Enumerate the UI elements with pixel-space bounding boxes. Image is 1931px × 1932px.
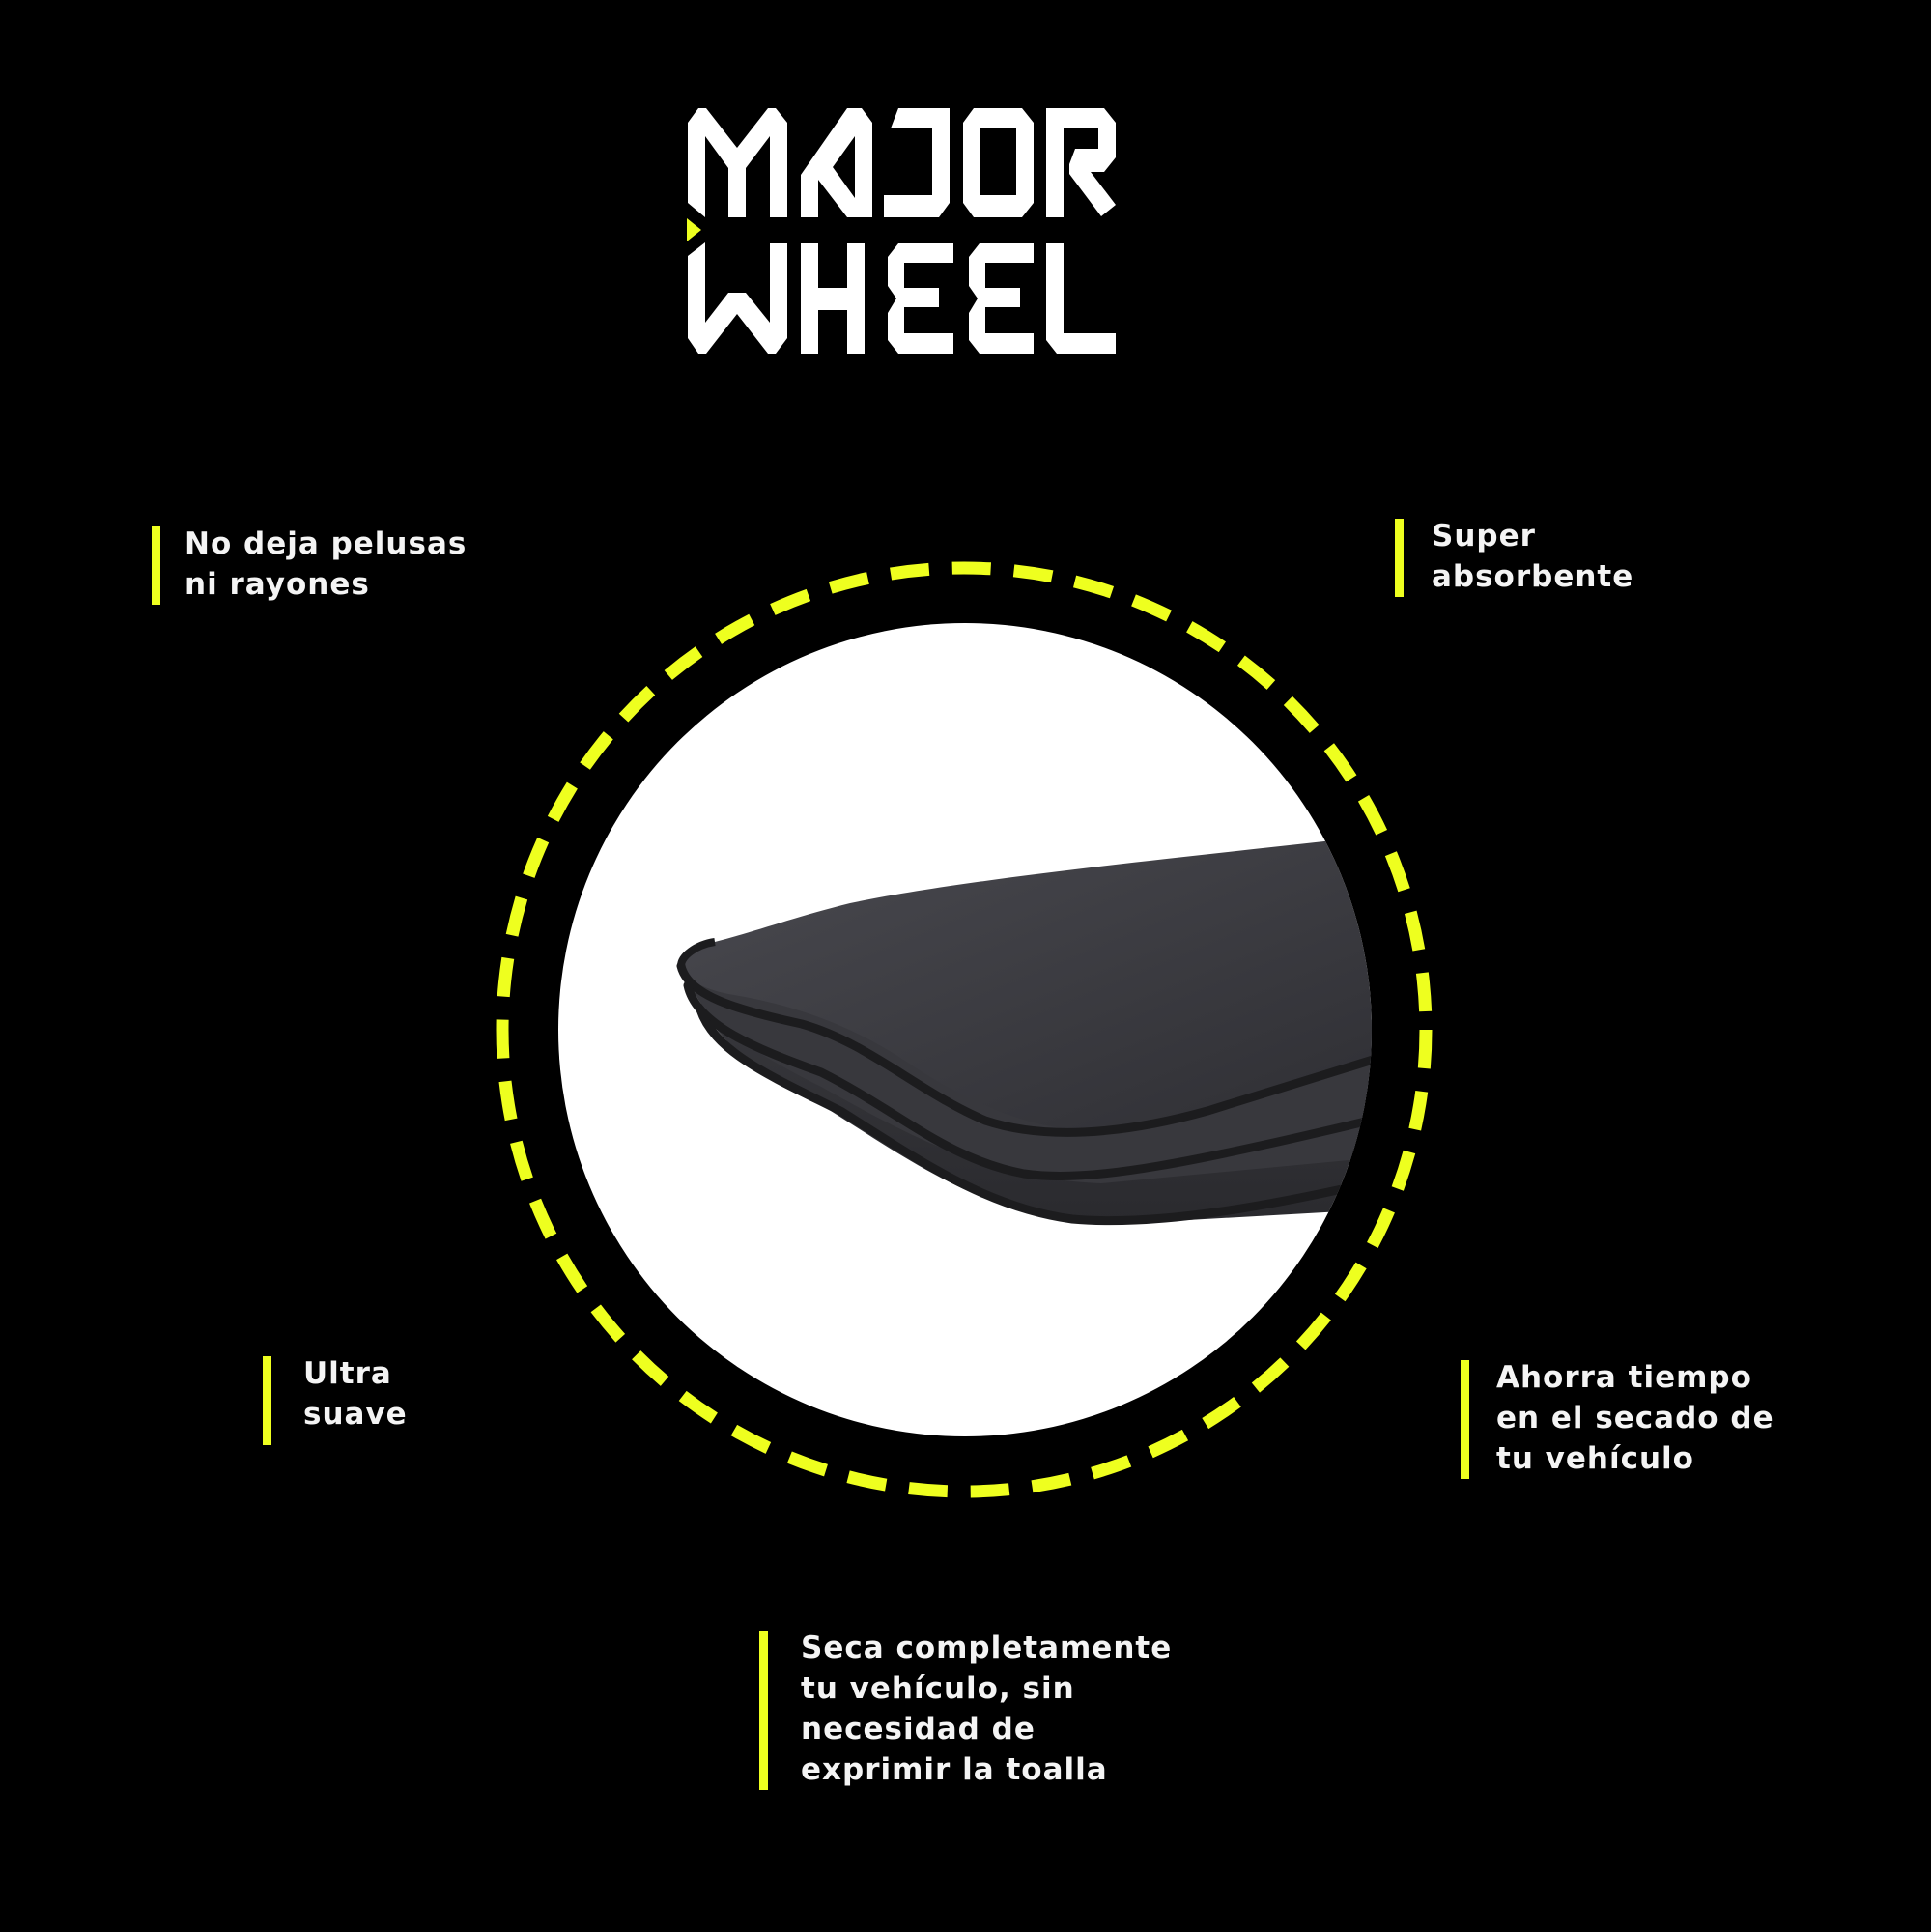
feature-text: Super absorbente [1432, 519, 1634, 594]
logo-letter-w [688, 242, 787, 354]
feature-callout-dries-completely: Seca completamente tu vehículo, sin nece… [759, 1631, 1172, 1790]
feature-text: Ultra suave [303, 1356, 408, 1432]
accent-bar [1461, 1360, 1469, 1479]
logo-letter-j [884, 108, 950, 217]
feature-callout-soft: Ultra suave [263, 1356, 408, 1445]
dashed-circle-frame [496, 561, 1433, 1498]
logo-letter-h [801, 243, 865, 354]
logo-letter-e1 [888, 243, 953, 354]
brand-logo: MAJOR [687, 108, 1116, 354]
accent-bar [152, 526, 160, 605]
accent-bar [1395, 519, 1404, 597]
feature-text: Seca completamente tu vehículo, sin nece… [801, 1631, 1173, 1787]
logo-wordmark-wheel [688, 242, 1116, 354]
logo-letter-l [1046, 243, 1116, 354]
feature-callout-absorbent: Super absorbente [1395, 519, 1633, 597]
accent-bar [263, 1356, 271, 1445]
feature-text: No deja pelusas ni rayones [185, 526, 468, 602]
logo-wordmark-major [688, 108, 1116, 217]
logo-letter-o [963, 108, 1034, 217]
feature-callout-no-lint: No deja pelusas ni rayones [152, 526, 467, 605]
logo-letter-a [801, 108, 872, 217]
feature-text: Ahorra tiempo en el secado de tu vehícul… [1496, 1360, 1775, 1476]
accent-bar [759, 1631, 768, 1790]
feature-callout-saves-time: Ahorra tiempo en el secado de tu vehícul… [1461, 1360, 1775, 1479]
logo-letter-m [688, 108, 787, 217]
towel-image [676, 833, 1372, 1226]
logo-triangle-icon [687, 218, 701, 242]
logo-letter-e2 [969, 243, 1034, 354]
logo-letter-r [1046, 108, 1116, 217]
